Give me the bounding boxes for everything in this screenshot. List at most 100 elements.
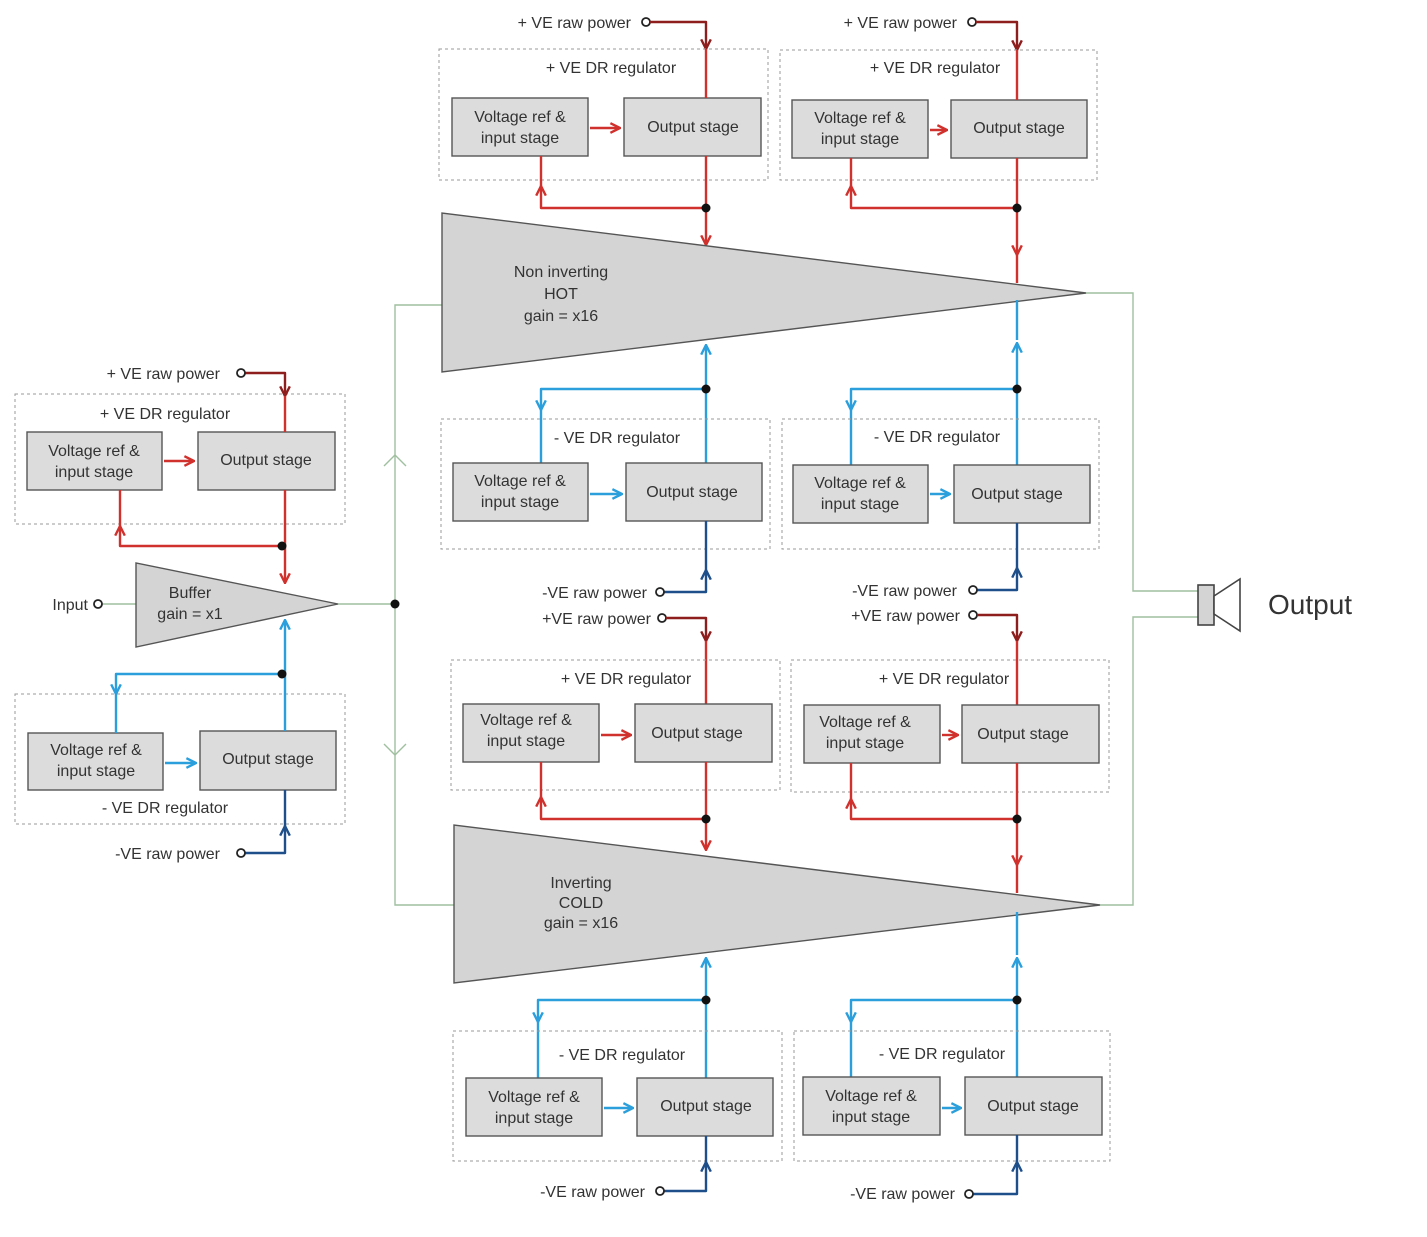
neg-regulator-label: - VE DR regulator — [102, 800, 229, 817]
vref-block — [803, 704, 941, 764]
neg-raw-power-terminal — [968, 585, 978, 595]
neg-raw-power-terminal — [655, 587, 665, 597]
pos-regulator-label: + VE DR regulator — [561, 671, 692, 688]
vref-label-1: Voltage ref & — [474, 473, 566, 490]
pos-raw-power-label: + VE raw power — [844, 15, 958, 32]
cold-amplifier-section: +VE raw power + VE DR regulator Voltage … — [450, 608, 1111, 1203]
pos-raw-power-label: + VE raw power — [518, 15, 632, 32]
cold-amplifier — [453, 824, 1101, 984]
vref-label-2: input stage — [826, 735, 904, 752]
pos-raw-power-terminal — [967, 17, 977, 27]
vref-label-2: input stage — [832, 1109, 910, 1126]
pos-raw-power-terminal — [641, 17, 651, 27]
output-stage-label: Output stage — [977, 726, 1069, 743]
output-stage-block — [625, 462, 763, 522]
hot-amplifier — [441, 212, 1087, 373]
output-stage-block — [961, 704, 1100, 764]
neg-regulator-label: - VE DR regulator — [554, 430, 681, 447]
pos-raw-power-label: +VE raw power — [851, 608, 961, 625]
vref-block — [452, 462, 589, 522]
pos-raw-power-label: +VE raw power — [542, 611, 652, 628]
neg-raw-power-label: -VE raw power — [115, 846, 221, 863]
output-stage-block — [964, 1076, 1103, 1136]
buffer-label-1: Buffer — [169, 585, 212, 602]
pos-raw-power-terminal — [657, 613, 667, 623]
output-stage-block — [623, 97, 762, 157]
output-stage-label: Output stage — [222, 751, 314, 768]
signal-path — [102, 292, 1200, 906]
vref-label-1: Voltage ref & — [50, 742, 142, 759]
output-stage-label: Output stage — [651, 725, 743, 742]
cold-label-2: COLD — [559, 895, 603, 912]
output-label: Output — [1268, 589, 1352, 620]
vref-label-2: input stage — [821, 131, 899, 148]
neg-raw-power-terminal — [655, 1186, 665, 1196]
pos-regulator-group — [790, 659, 1110, 793]
neg-raw-power-label: -VE raw power — [540, 1184, 646, 1201]
neg-regulator-label: - VE DR regulator — [879, 1046, 1006, 1063]
vref-block — [462, 703, 600, 763]
vref-block — [465, 1077, 603, 1137]
vref-block — [27, 732, 164, 791]
input-label: Input — [52, 597, 88, 614]
vref-label-1: Voltage ref & — [48, 443, 140, 460]
buffer-label-2: gain = x1 — [157, 606, 222, 623]
output-stage-label: Output stage — [660, 1098, 752, 1115]
pos-regulator-group — [779, 49, 1098, 181]
pos-regulator-label: + VE DR regulator — [870, 60, 1001, 77]
cold-label-3: gain = x16 — [544, 915, 618, 932]
output-stage-label: Output stage — [220, 452, 312, 469]
neg-raw-power-label: -VE raw power — [542, 585, 648, 602]
vref-label-2: input stage — [821, 496, 899, 513]
vref-label-1: Voltage ref & — [825, 1088, 917, 1105]
neg-regulator-group — [440, 418, 771, 550]
vref-block — [791, 99, 929, 159]
neg-regulator-group-buffer — [14, 693, 346, 825]
vref-block — [802, 1076, 941, 1136]
output-stage-block — [636, 1077, 774, 1137]
vref-label-2: input stage — [495, 1110, 573, 1127]
vref-label-2: input stage — [487, 733, 565, 750]
vref-block — [792, 464, 929, 524]
output-stage-label: Output stage — [647, 119, 739, 136]
hot-label-1: Non inverting — [514, 264, 608, 281]
output-stage-block — [197, 431, 336, 491]
pos-raw-power-terminal — [968, 610, 978, 620]
vref-label-1: Voltage ref & — [488, 1089, 580, 1106]
neg-regulator-label: - VE DR regulator — [559, 1047, 686, 1064]
output-stage-block — [199, 730, 337, 791]
output-stage-label: Output stage — [973, 120, 1065, 137]
neg-regulator-group — [452, 1030, 783, 1162]
pos-regulator-label: + VE DR regulator — [100, 406, 231, 423]
speaker-icon — [1197, 577, 1241, 633]
output-stage-block — [634, 703, 773, 763]
neg-regulator-label: - VE DR regulator — [874, 429, 1001, 446]
vref-label-1: Voltage ref & — [814, 475, 906, 492]
output-stage-block — [950, 99, 1088, 159]
vref-block — [451, 97, 589, 157]
hot-label-2: HOT — [544, 286, 578, 303]
vref-label-2: input stage — [481, 130, 559, 147]
pos-regulator-label: + VE DR regulator — [546, 60, 677, 77]
output-stage-label: Output stage — [646, 484, 738, 501]
neg-raw-power-terminal — [236, 848, 246, 858]
neg-raw-power-terminal — [964, 1189, 974, 1199]
buffer-section: + VE DR regulator Voltage ref & input st… — [14, 366, 346, 863]
output-stage-block — [953, 464, 1091, 524]
input-terminal[interactable] — [93, 599, 103, 609]
neg-raw-power-label: -VE raw power — [850, 1186, 956, 1203]
neg-regulator-group — [781, 418, 1100, 550]
pos-raw-power-terminal — [236, 368, 246, 378]
pos-regulator-label: + VE DR regulator — [879, 671, 1010, 688]
hot-amplifier-section: + VE raw power + VE DR regulator Voltage… — [438, 15, 1100, 602]
hot-label-3: gain = x16 — [524, 308, 598, 325]
pos-regulator-group-buffer — [14, 393, 346, 525]
output-stage-label: Output stage — [971, 486, 1063, 503]
pos-regulator-group — [450, 659, 781, 791]
pos-raw-power-label: + VE raw power — [107, 366, 221, 383]
vref-block — [26, 431, 163, 491]
output-stage-label: Output stage — [987, 1098, 1079, 1115]
vref-label-1: Voltage ref & — [819, 714, 911, 731]
vref-label-1: Voltage ref & — [814, 110, 906, 127]
